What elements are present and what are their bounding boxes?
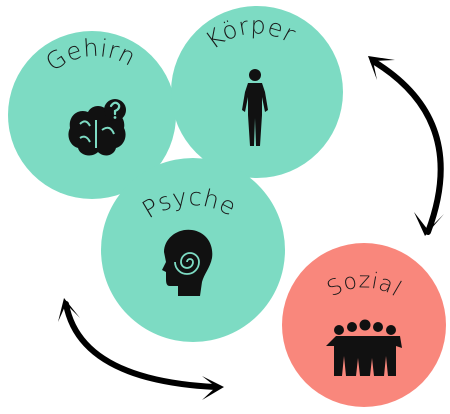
brain-question-icon (68, 99, 126, 156)
human-body-icon (242, 69, 268, 146)
arrowhead-left (58, 298, 80, 322)
group-of-people-icon (326, 319, 402, 376)
arrowhead-right (202, 376, 224, 400)
psyche-sozial-arrow (58, 298, 224, 400)
arrowhead-top (368, 56, 395, 80)
arrowhead-bottom (414, 212, 444, 236)
head-spiral-icon (162, 229, 213, 296)
koerper-sozial-arrow (368, 56, 444, 236)
